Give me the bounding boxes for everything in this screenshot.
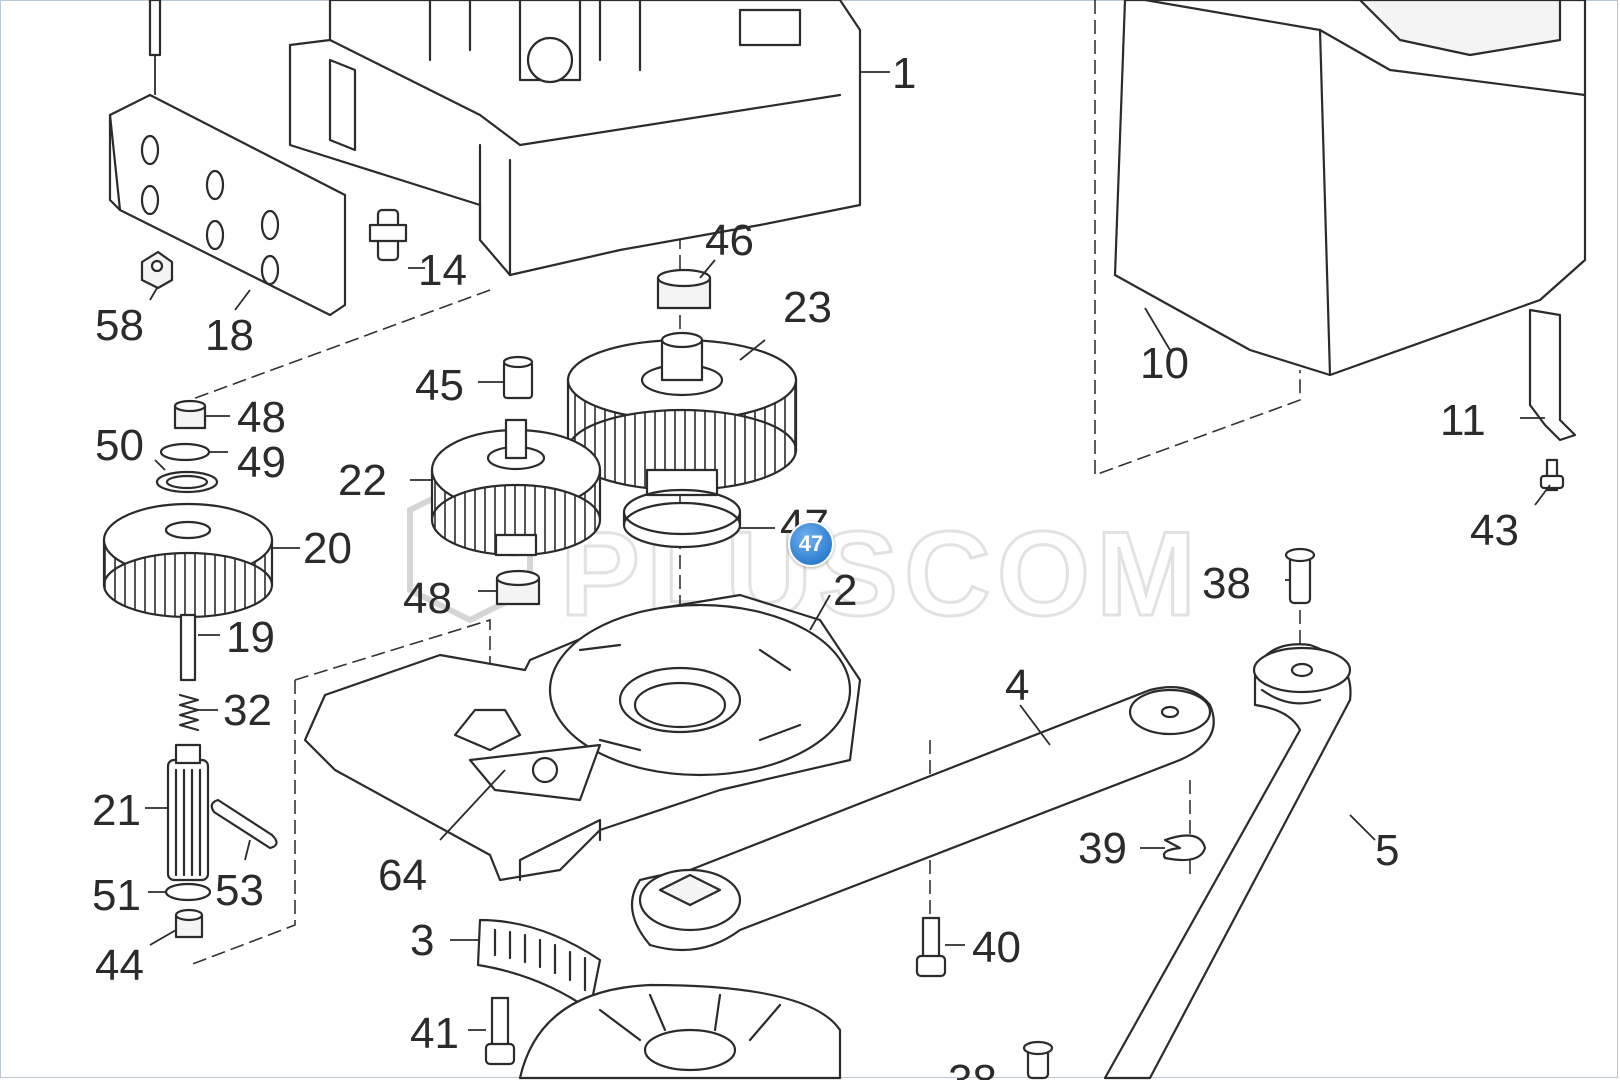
label-part-49: 49 [237, 438, 286, 487]
hotspot-part-47[interactable]: 47 [788, 521, 834, 567]
label-part-38a: 38 [1202, 559, 1251, 608]
label-part-48a: 48 [237, 393, 286, 442]
part-bushing-48a [173, 399, 207, 430]
label-part-22: 22 [338, 456, 387, 505]
label-part-1: 1 [892, 49, 916, 98]
part-clip-washer [155, 442, 219, 494]
label-part-10: 10 [1140, 339, 1189, 388]
part-arm-5 [1103, 643, 1352, 1080]
part-gear-20 [102, 502, 274, 619]
label-part-20: 20 [303, 524, 352, 573]
label-part-18: 18 [205, 311, 254, 360]
part-base-plate [303, 593, 862, 882]
part-cover [1113, 0, 1587, 377]
label-part-58: 58 [95, 301, 144, 350]
part-pin-38 [1022, 547, 1316, 1080]
part-shaft-assembly [164, 613, 278, 939]
label-part-51: 51 [92, 871, 141, 920]
label-part-46: 46 [705, 216, 754, 265]
label-part-41: 41 [410, 1009, 459, 1058]
label-part-40: 40 [972, 923, 1021, 972]
label-part-39: 39 [1078, 824, 1127, 873]
part-bottom-disc [518, 983, 842, 1080]
label-part-50: 50 [95, 421, 144, 470]
label-part-19: 19 [226, 613, 275, 662]
part-nut [140, 250, 174, 290]
label-part-53: 53 [215, 866, 264, 915]
label-part-48b: 48 [403, 574, 452, 623]
part-bolts [484, 916, 947, 1066]
label-part-11: 11 [1440, 396, 1486, 445]
label-part-43: 43 [1470, 506, 1519, 555]
label-part-2: 2 [833, 566, 857, 615]
label-part-3: 3 [410, 916, 434, 965]
label-part-23: 23 [783, 283, 832, 332]
label-part-32: 32 [223, 686, 272, 735]
part-bracket [108, 0, 347, 317]
leader-lines [145, 71, 1551, 1031]
part-pin [368, 208, 408, 262]
part-gear-segment [476, 918, 602, 1012]
part-bushing-48b [495, 569, 541, 606]
part-clip-11 [1528, 308, 1577, 492]
label-part-44: 44 [95, 941, 144, 990]
label-part-4: 4 [1005, 661, 1029, 710]
label-part-5: 5 [1375, 826, 1399, 875]
part-ring-47 [622, 488, 742, 549]
label-part-64: 64 [378, 851, 427, 900]
label-part-14: 14 [418, 246, 467, 295]
part-pin-45 [502, 355, 534, 400]
part-bushing-46 [656, 268, 712, 310]
part-arm-4 [630, 686, 1215, 952]
label-part-21: 21 [92, 786, 141, 835]
label-part-45: 45 [415, 361, 464, 410]
part-housing-top [288, 0, 862, 277]
part-gear-23 [566, 331, 798, 497]
label-part-38b: 38 [948, 1056, 997, 1080]
part-labels: 1 2 3 4 5 10 11 14 18 19 20 21 22 23 32 … [92, 49, 1519, 1080]
part-gear-22 [430, 418, 602, 557]
